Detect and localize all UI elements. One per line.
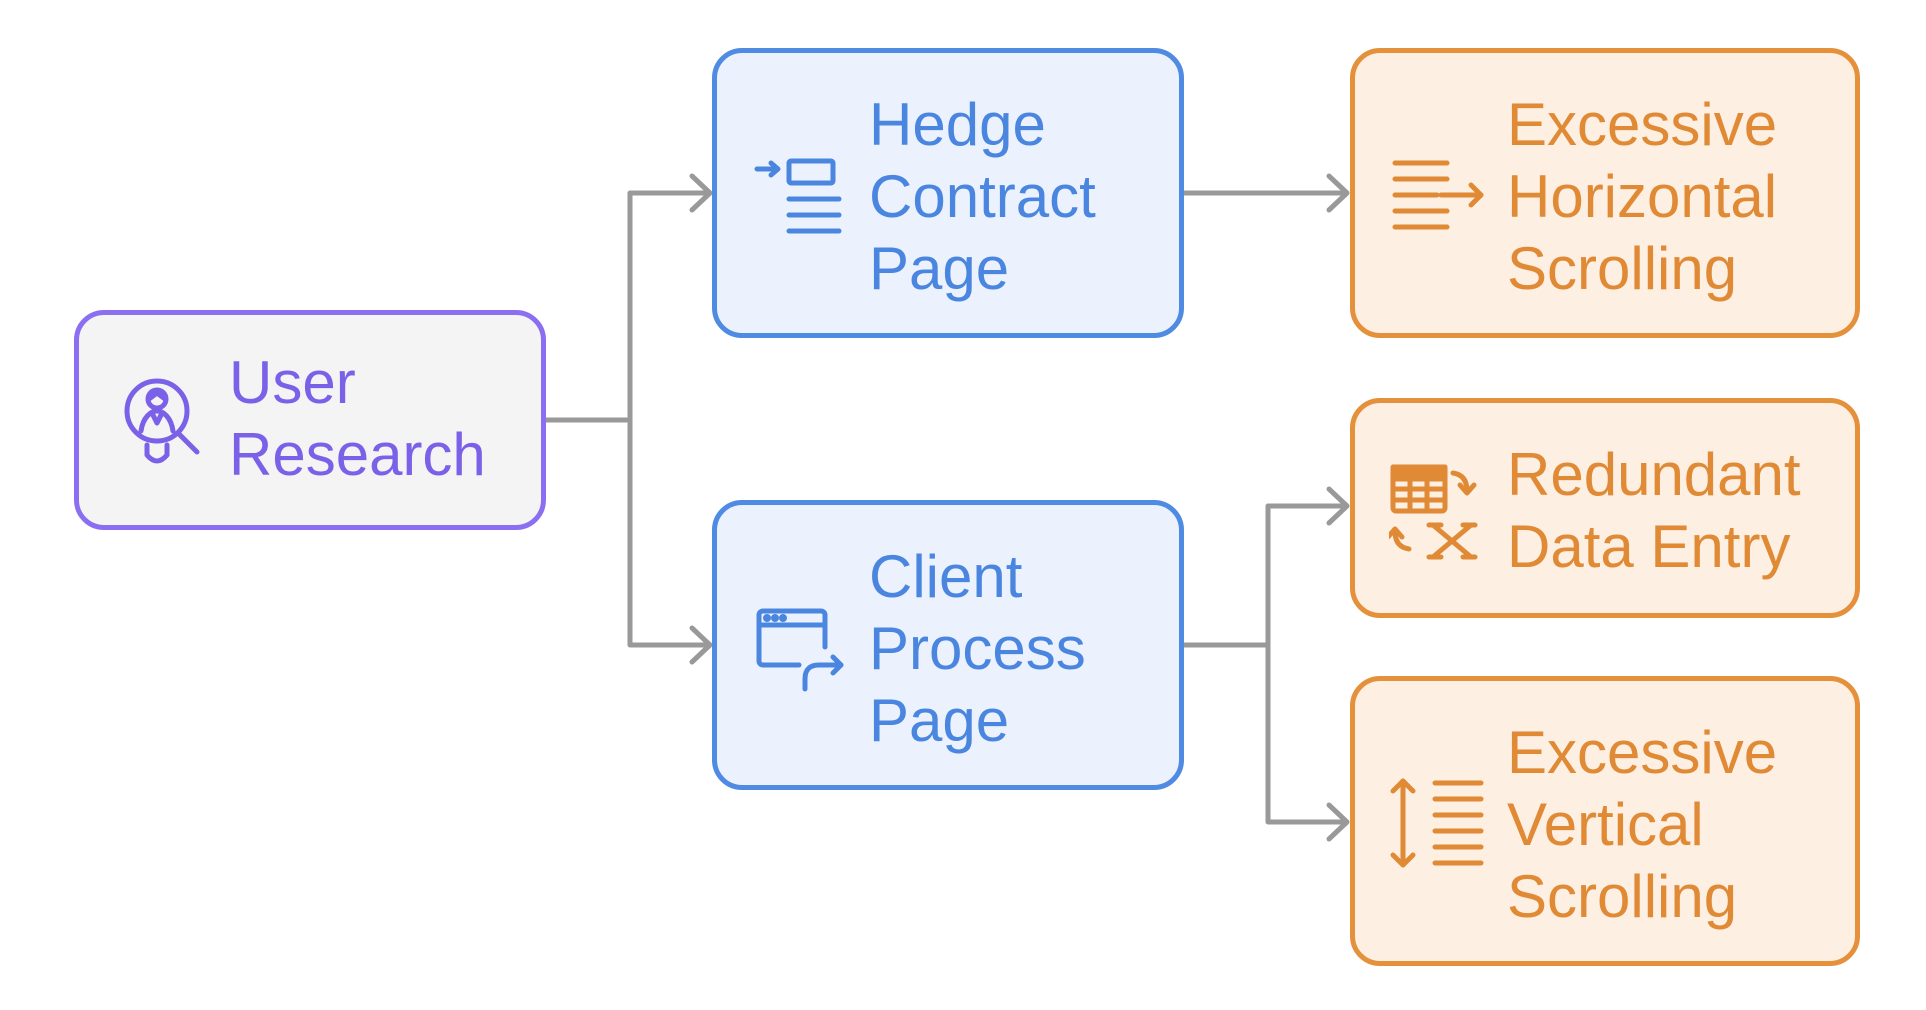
arrowhead (1326, 486, 1350, 526)
label-line: Page (869, 687, 1010, 754)
user-search-icon (124, 378, 200, 464)
label-line: Vertical (1507, 791, 1704, 858)
label-line: User (229, 349, 356, 416)
node-vertical-scrolling-label: Excessive Vertical Scrolling (1507, 717, 1777, 933)
node-redundant-entry-label: Redundant Data Entry (1507, 439, 1801, 583)
node-hedge-contract: Hedge Contract Page (712, 48, 1184, 338)
table-sync-x-icon (1389, 464, 1478, 560)
edge-client-process-to-vertical-scrolling (1265, 642, 1348, 825)
edge-client-process-to-redundant-entry (1181, 503, 1348, 648)
arrowhead (1326, 173, 1350, 213)
label-line: Page (869, 235, 1010, 302)
label-line: Hedge (869, 91, 1046, 158)
node-vertical-scrolling: Excessive Vertical Scrolling (1350, 676, 1860, 966)
label-line: Redundant (1507, 441, 1801, 508)
text-arrow-right-icon (1392, 160, 1484, 230)
arrowhead (689, 625, 713, 665)
node-hedge-contract-label: Hedge Contract Page (869, 89, 1096, 305)
node-client-process-label: Client Process Page (869, 541, 1086, 757)
node-horizontal-scrolling: Excessive Horizontal Scrolling (1350, 48, 1860, 338)
node-redundant-entry: Redundant Data Entry (1350, 398, 1860, 618)
node-user-research-label: User Research (229, 347, 486, 491)
arrowhead (689, 173, 713, 213)
label-line: Excessive (1507, 91, 1778, 158)
edge-user-research-to-hedge-contract (542, 190, 711, 423)
node-client-process: Client Process Page (712, 500, 1184, 790)
label-line: Horizontal (1507, 163, 1778, 230)
label-line: Contract (869, 163, 1096, 230)
label-line: Research (229, 421, 486, 488)
label-line: Client (869, 543, 1023, 610)
browser-redirect-icon (756, 608, 844, 692)
indent-list-icon (754, 158, 842, 234)
node-user-research: User Research (74, 310, 546, 530)
label-line: Scrolling (1507, 863, 1738, 930)
edge-user-research-to-client-process (627, 417, 711, 648)
label-line: Scrolling (1507, 235, 1738, 302)
label-line: Process (869, 615, 1086, 682)
label-line: Excessive (1507, 719, 1778, 786)
vertical-scroll-icon (1390, 778, 1484, 868)
node-horizontal-scrolling-label: Excessive Horizontal Scrolling (1507, 89, 1777, 305)
label-line: Data Entry (1507, 513, 1791, 580)
arrowhead (1326, 802, 1350, 842)
